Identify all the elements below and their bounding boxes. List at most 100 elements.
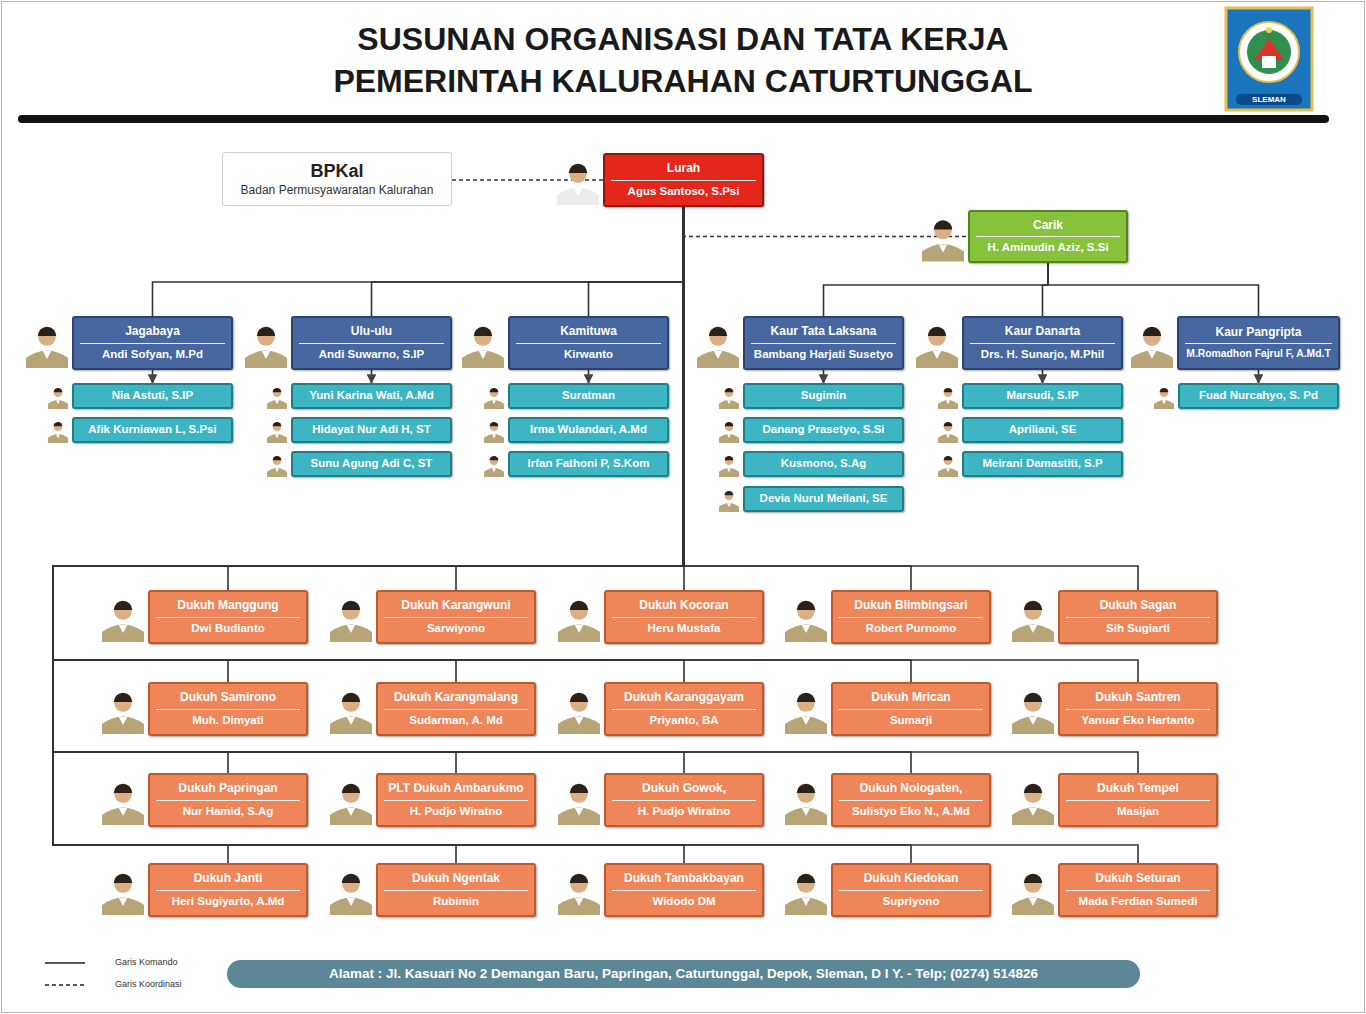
portrait-hair: [570, 601, 588, 610]
separator-line: [976, 236, 1120, 237]
portrait-body: [785, 898, 827, 916]
command-line: [53, 207, 684, 863]
person-name: Sih Sugiarti: [1106, 622, 1170, 636]
portrait-collar: [492, 468, 496, 472]
portrait-collar: [492, 400, 496, 404]
portrait-hair: [725, 491, 734, 495]
hamlet-box: Dukuh KarangwuniSarwiyono: [376, 590, 536, 644]
box-heading: Dukuh Papringan: [178, 781, 277, 795]
portrait: [330, 874, 372, 915]
portrait: [719, 491, 739, 512]
box-heading: Dukuh Tambakbayan: [624, 871, 744, 885]
portrait-collar: [802, 898, 810, 906]
portrait-collar: [56, 434, 60, 438]
portrait-head: [725, 389, 733, 397]
portrait-body: [719, 468, 739, 477]
portrait-hair: [114, 874, 132, 883]
box-heading: BPKal: [310, 161, 363, 183]
portrait-body: [102, 808, 144, 826]
portrait: [1131, 327, 1173, 368]
command-line: [152, 370, 154, 383]
portrait-body: [719, 503, 739, 512]
portrait: [557, 164, 599, 205]
portrait-collar: [946, 468, 950, 472]
box-heading: Lurah: [667, 161, 700, 175]
portrait-collar: [575, 717, 583, 725]
portrait-hair: [114, 693, 132, 702]
portrait-body: [1012, 808, 1054, 826]
separator-line: [751, 343, 896, 344]
portrait-collar: [275, 400, 279, 404]
separator-line: [156, 800, 300, 801]
box-heading: Kaur Pangripta: [1215, 325, 1301, 339]
portrait: [267, 422, 287, 443]
command-line: [53, 207, 684, 773]
portrait-head: [273, 389, 281, 397]
portrait-hair: [273, 388, 282, 392]
box-heading: Kaur Danarta: [1005, 324, 1080, 338]
person-name: Sugimin: [801, 389, 846, 403]
portrait-hair: [797, 693, 815, 702]
separator-line: [612, 890, 756, 891]
staff-box: Nia Astuti, S.IP: [72, 383, 233, 409]
person-name: Kirwanto: [564, 348, 613, 362]
separator-line: [839, 890, 983, 891]
portrait-body: [785, 808, 827, 826]
portrait-collar: [262, 351, 270, 359]
portrait-body: [330, 717, 372, 735]
portrait-body: [48, 434, 68, 443]
hamlet-box: Dukuh SamironoMuh. Dimyati: [148, 682, 308, 736]
portrait-hair: [342, 784, 360, 793]
command-line: [153, 207, 684, 316]
portrait-body: [558, 808, 600, 826]
portrait-hair: [114, 784, 132, 793]
person-name: Drs. H. Sunarjo, M.Phil: [981, 348, 1104, 362]
staff-box: Kusmono, S.Ag: [743, 451, 904, 477]
portrait: [330, 601, 372, 642]
portrait-body: [267, 400, 287, 409]
portrait-body: [330, 808, 372, 826]
portrait-collar: [802, 717, 810, 725]
portrait: [785, 601, 827, 642]
portrait-body: [462, 351, 504, 369]
staff-box: Sugimin: [743, 383, 904, 409]
portrait-body: [916, 351, 958, 369]
box-heading: Ulu-ulu: [351, 324, 392, 338]
staff-box: Irfan Fathoni P, S.Kom: [508, 451, 669, 477]
portrait-collar: [933, 351, 941, 359]
address-bar: Alamat : Jl. Kasuari No 2 Demangan Baru,…: [227, 960, 1140, 988]
portrait-body: [938, 400, 958, 409]
person-name: H. Pudjo Wiratno: [638, 805, 731, 819]
box-heading: Dukuh Kocoran: [639, 598, 728, 612]
portrait-collar: [347, 808, 355, 816]
staff-box: Devia Nurul Meilani, SE: [743, 486, 904, 512]
person-name: Priyanto, BA: [649, 714, 718, 728]
portrait-collar: [43, 351, 51, 359]
separator-line: [612, 617, 756, 618]
portrait-collar: [939, 245, 947, 253]
hamlet-box: Dukuh SaganSih Sugiarti: [1058, 590, 1218, 644]
portrait: [719, 388, 739, 409]
portrait-hair: [570, 874, 588, 883]
portrait: [1012, 693, 1054, 734]
portrait-head: [725, 492, 733, 500]
person-name: Badan Permusyawaratan Kalurahan: [241, 183, 434, 197]
command-line: [53, 207, 911, 773]
legend-text: Garis Koordinasi: [115, 979, 182, 989]
staff-box: Fuad Nurcahyo, S. Pd: [1178, 383, 1339, 409]
portrait: [1012, 601, 1054, 642]
command-line: [456, 207, 684, 590]
separator-line: [384, 709, 528, 710]
legend-sample: [45, 963, 85, 964]
portrait-collar: [802, 808, 810, 816]
portrait: [484, 422, 504, 443]
box-heading: Dukuh Kledokan: [864, 871, 959, 885]
box-heading: Dukuh Mrican: [871, 690, 950, 704]
command-line: [53, 207, 1138, 773]
portrait-collar: [946, 400, 950, 404]
command-line: [53, 207, 684, 863]
portrait-body: [245, 351, 287, 369]
staff-box: Yuni Karina Wati, A.Md: [291, 383, 452, 409]
command-line: [1048, 263, 1259, 316]
